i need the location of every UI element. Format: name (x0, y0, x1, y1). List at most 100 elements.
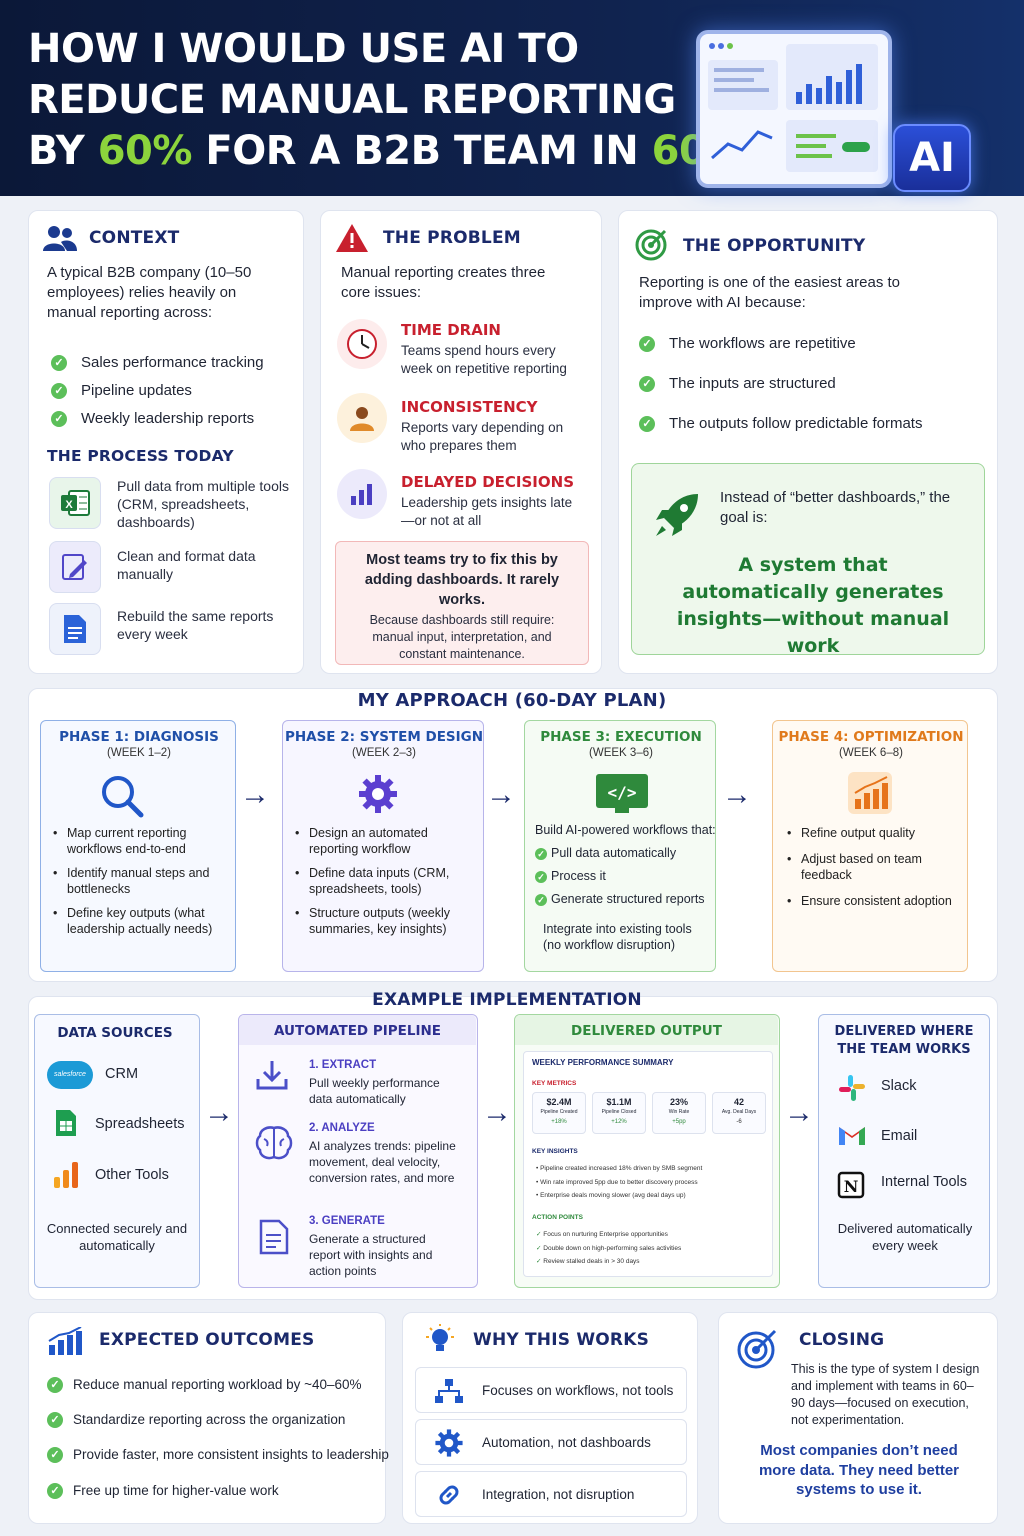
arrow-right-icon: → (240, 778, 270, 811)
goal-box: Instead of “better dashboards,” the goal… (631, 463, 985, 657)
step-text: Pull weekly performance data automatical… (309, 1076, 440, 1106)
kpi-card: 23% Win Rate +5pp (652, 1092, 706, 1134)
issue-text: Leadership gets insights late—or not at … (401, 495, 573, 528)
insights-list: • Pipeline created increased 18% driven … (536, 1162, 768, 1203)
source-label: CRM (105, 1066, 139, 1082)
dashboard-icon (708, 43, 878, 172)
phase-title: PHASE 3: EXECUTION (540, 729, 702, 745)
code-icon: </> (595, 773, 649, 820)
why-label: Automation, not dashboards (482, 1435, 651, 1450)
metrics-label: KEY METRICS (532, 1080, 577, 1087)
approach-title: MY APPROACH (60-DAY PLAN) (357, 690, 667, 711)
phase-week: (WEEK 2–3) (352, 747, 416, 759)
report-icon (259, 1219, 289, 1260)
output-title: DELIVERED OUTPUT (571, 1023, 722, 1039)
magnifier-icon (99, 773, 145, 824)
kpi-card: $1.1M Pipeline Closed +12% (592, 1092, 646, 1134)
process-step: Clean and format data manually (117, 548, 256, 582)
gear-icon (357, 773, 399, 820)
clock-icon (337, 319, 387, 369)
check-icon: ✓ (639, 416, 655, 432)
phase-check: Process it (551, 869, 606, 883)
closing-card: CLOSING This is the type of system I des… (718, 1312, 998, 1524)
closing-text: This is the type of system I design and … (791, 1362, 980, 1427)
phase-card-1: PHASE 1: DIAGNOSIS (WEEK 1–2) Map curren… (40, 720, 236, 972)
why-item: Integration, not disruption (415, 1471, 687, 1517)
check-icon: ✓ (47, 1412, 63, 1428)
why-label: Focuses on workflows, not tools (482, 1383, 674, 1398)
implementation-title: EXAMPLE IMPLEMENTATION (372, 990, 642, 1010)
sources-note: Connected securely and automatically (46, 1221, 188, 1253)
check-icon: ✓ (535, 871, 547, 883)
outcomes-card: EXPECTED OUTCOMES ✓ Reduce manual report… (28, 1312, 389, 1524)
rocket-icon (652, 490, 702, 545)
phase-bullets: Design an automated reporting workflow D… (295, 825, 477, 945)
source-label: Spreadsheets (95, 1116, 185, 1132)
opportunity-title: THE OPPORTUNITY (683, 236, 866, 256)
brain-icon (255, 1125, 293, 1166)
issue-title: INCONSISTENCY (401, 398, 538, 416)
person-icon (337, 393, 387, 443)
phase-card-2: PHASE 2: SYSTEM DESIGN (WEEK 2–3) Design… (282, 720, 484, 972)
problem-card: THE PROBLEM Manual reporting creates thr… (320, 210, 602, 674)
chart-icon (53, 1161, 79, 1194)
phase-bullets: Refine output quality Adjust based on te… (787, 825, 965, 917)
check-icon: ✓ (535, 848, 547, 860)
callout-bold: Most teams try to fix this by adding das… (364, 552, 560, 608)
action-item: ✓ Focus on nurturing Enterprise opportun… (536, 1231, 668, 1238)
problem-callout: Most teams try to fix this by adding das… (335, 541, 589, 665)
phase-card-4: PHASE 4: OPTIMIZATION (WEEK 6–8) Refine … (772, 720, 968, 972)
step-text: Generate a structured report with insigh… (309, 1232, 433, 1278)
outcome-item: Standardize reporting across the organiz… (73, 1412, 346, 1427)
outcome-item: Reduce manual reporting workload by ~40–… (73, 1377, 362, 1392)
salesforce-icon: salesforce (47, 1061, 93, 1089)
context-text: A typical B2B company (10–50 employees) … (47, 264, 252, 321)
check-icon: ✓ (535, 894, 547, 906)
notion-icon: N (837, 1171, 865, 1204)
delivery-title: DELIVERED WHERE THE TEAM WORKS (834, 1024, 974, 1057)
dashboard-illustration (696, 30, 892, 188)
outcome-item: Provide faster, more consistent insights… (73, 1447, 389, 1462)
document-icon (49, 603, 101, 655)
download-icon (255, 1059, 289, 1096)
opportunity-item: The outputs follow predictable formats (669, 415, 923, 432)
gear-icon (434, 1428, 464, 1463)
callout-text: Because dashboards still require: manual… (369, 613, 555, 661)
opportunity-card: THE OPPORTUNITY Reporting is one of the … (618, 210, 998, 674)
link-icon (434, 1480, 464, 1515)
insight-item: • Pipeline created increased 18% driven … (536, 1165, 703, 1172)
data-sources-box: DATA SOURCES salesforce CRM Spreadsheets… (34, 1014, 200, 1288)
arrow-right-icon: → (486, 778, 516, 811)
arrow-right-icon: → (482, 1096, 512, 1129)
closing-quote: Most companies don’t need more data. The… (758, 1442, 960, 1498)
insights-label: KEY INSIGHTS (532, 1148, 578, 1155)
svg-text:</>: </> (608, 783, 637, 802)
report-preview: WEEKLY PERFORMANCE SUMMARY KEY METRICS $… (523, 1051, 773, 1277)
step-text: AI analyzes trends: pipeline movement, d… (309, 1139, 456, 1185)
issue-text: Teams spend hours every week on repetiti… (401, 343, 567, 376)
problem-intro: Manual reporting creates three core issu… (341, 264, 546, 301)
phase-bullets: Map current reporting workflows end-to-e… (53, 825, 229, 945)
check-icon: ✓ (51, 411, 67, 427)
check-icon: ✓ (47, 1377, 63, 1393)
step-title: 2. ANALYZE (309, 1122, 375, 1134)
check-icon: ✓ (47, 1447, 63, 1463)
people-icon (43, 225, 77, 256)
process-step: Pull data from multiple tools (CRM, spre… (117, 478, 289, 530)
opportunity-intro: Reporting is one of the easiest areas to… (639, 274, 900, 311)
title-line-2: REDUCE MANUAL REPORTING (28, 77, 676, 123)
summary-title: WEEKLY PERFORMANCE SUMMARY (532, 1058, 674, 1067)
phase-title: PHASE 4: OPTIMIZATION (778, 729, 964, 745)
source-label: Other Tools (95, 1167, 169, 1183)
issue-text: Reports vary depending on who prepares t… (401, 420, 564, 453)
arrow-right-icon: → (204, 1096, 234, 1129)
issue-title: DELAYED DECISIONS (401, 473, 574, 491)
outcome-item: Free up time for higher-value work (73, 1483, 279, 1498)
phase-title: PHASE 2: SYSTEM DESIGN (284, 729, 484, 745)
edit-icon (49, 541, 101, 593)
check-icon: ✓ (47, 1483, 63, 1499)
phase-check: Pull data automatically (551, 846, 677, 860)
lightbulb-icon (421, 1323, 459, 1362)
process-step: Rebuild the same reports every week (117, 608, 274, 642)
actions-list: ✓ Focus on nurturing Enterprise opportun… (536, 1228, 768, 1269)
